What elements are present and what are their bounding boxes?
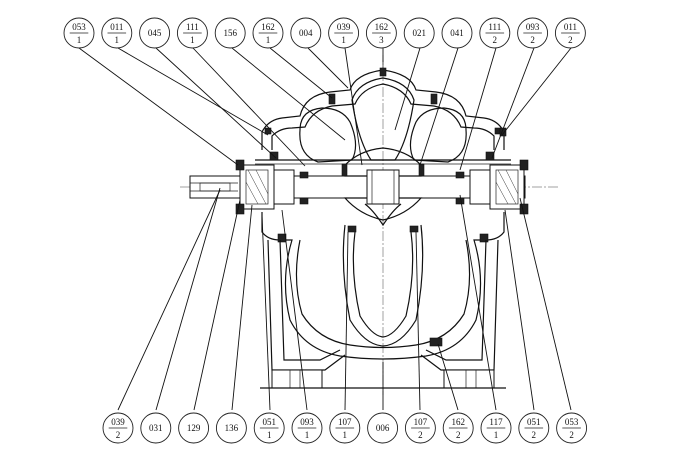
- leader-lines-top: [78, 47, 572, 171]
- callout-circle: [403, 17, 435, 49]
- callout-index: 1: [190, 35, 195, 45]
- callout-index: 1: [343, 430, 348, 440]
- callout-number: 011: [564, 22, 577, 32]
- callout-index: 2: [493, 35, 498, 45]
- callout-circle: [139, 17, 171, 49]
- callout-number: 039: [337, 22, 351, 32]
- callout-number: 162: [375, 22, 389, 32]
- bearing-housing-right: [455, 127, 529, 215]
- upper-casing: [255, 69, 511, 165]
- callout-index: 1: [494, 430, 499, 440]
- callout-number: 156: [223, 28, 237, 38]
- callout-number: 107: [414, 417, 428, 427]
- callout-c021: 021: [403, 17, 435, 49]
- callout-circle: [178, 412, 210, 444]
- callout-circle: [290, 17, 322, 49]
- callout-number: 093: [300, 417, 314, 427]
- callout-number: 162: [261, 22, 275, 32]
- callout-index: 3: [379, 35, 384, 45]
- impeller: [341, 147, 425, 221]
- callout-number: 093: [526, 22, 540, 32]
- callout-number: 011: [110, 22, 123, 32]
- callout-index: 2: [116, 430, 121, 440]
- callout-number: 129: [187, 423, 201, 433]
- callout-circle: [215, 412, 247, 444]
- callout-number: 006: [376, 423, 390, 433]
- callout-circle: [367, 412, 399, 444]
- callout-number: 051: [527, 417, 541, 427]
- callout-index: 2: [568, 35, 573, 45]
- callout-number: 051: [262, 417, 276, 427]
- callout-number: 045: [148, 28, 162, 38]
- bearing-housing-left: [235, 151, 309, 215]
- callout-number: 039: [111, 417, 125, 427]
- callout-circle: [214, 17, 246, 49]
- pump-assembly: [180, 55, 560, 395]
- callout-circle: [140, 412, 172, 444]
- callout-c031: 031: [140, 412, 172, 444]
- callout-index: 1: [266, 35, 271, 45]
- callout-number: 053: [72, 22, 86, 32]
- callout-index: 2: [569, 430, 574, 440]
- callout-number: 021: [412, 28, 426, 38]
- callout-c041: 041: [441, 17, 473, 49]
- callout-c129: 129: [178, 412, 210, 444]
- callout-number: 111: [186, 22, 199, 32]
- callout-index: 2: [532, 430, 537, 440]
- callout-index: 1: [115, 35, 120, 45]
- callout-circle: [441, 17, 473, 49]
- leader-lines-bottom: [117, 187, 572, 411]
- callout-number: 162: [451, 417, 465, 427]
- callout-number: 004: [299, 28, 313, 38]
- callout-number: 031: [149, 423, 163, 433]
- callout-index: 2: [418, 430, 423, 440]
- callout-number: 111: [488, 22, 501, 32]
- lower-casing: [261, 203, 505, 360]
- callout-number: 053: [565, 417, 579, 427]
- callout-c136: 136: [215, 412, 247, 444]
- callout-number: 107: [338, 417, 352, 427]
- callout-index: 1: [267, 430, 272, 440]
- callout-c045: 045: [139, 17, 171, 49]
- callout-index: 1: [341, 35, 346, 45]
- callout-index: 1: [77, 35, 82, 45]
- callout-number: 136: [225, 423, 239, 433]
- callout-index: 1: [305, 430, 310, 440]
- callout-number: 117: [489, 417, 503, 427]
- callout-c004: 004: [290, 17, 322, 49]
- callout-index: 2: [530, 35, 535, 45]
- casing-bolts: [264, 60, 502, 135]
- callout-c006: 006: [367, 412, 399, 444]
- callout-c156: 156: [214, 17, 246, 49]
- callout-index: 2: [456, 430, 461, 440]
- callout-number: 041: [450, 28, 464, 38]
